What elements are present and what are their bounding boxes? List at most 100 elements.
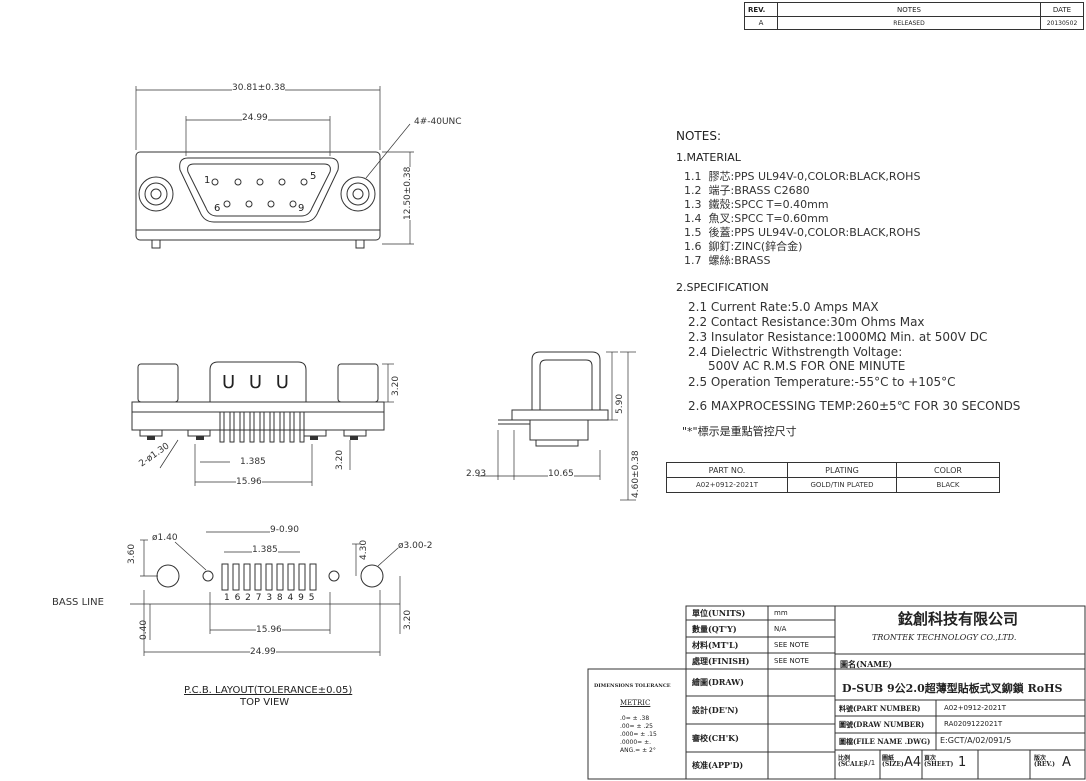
notes-title: NOTES: — [676, 129, 721, 143]
material-item: 1.1 膠芯:PPS UL94V-0,COLOR:BLACK,ROHS — [684, 168, 921, 183]
part-no-value: A02+0912-2021T — [666, 477, 788, 493]
spec-text: 500V AC R.M.S FOR ONE MINUTE — [708, 359, 906, 373]
side-view-body — [131, 361, 385, 437]
material-num: 1.2 — [684, 184, 702, 197]
end-depth: 10.65 — [548, 469, 574, 479]
spec-text: Current Rate:5.0 Amps MAX — [710, 300, 879, 314]
spec-num: 2.2 — [688, 315, 708, 329]
pcb-large-hole: ø3.00-2 — [398, 541, 433, 551]
spec-list: 2.1 Current Rate:5.0 Amps MAX 2.2 Contac… — [688, 300, 1020, 415]
front-height: 12.50±0.38 — [403, 166, 413, 220]
front-thread-label: 4#-40UNC — [414, 117, 462, 127]
material-title: 1.MATERIAL — [676, 151, 741, 164]
qty-value: N/A — [774, 625, 787, 633]
check-label: 審校(CH'K) — [692, 733, 739, 743]
part-number-label: 料號(PART NUMBER) — [839, 704, 921, 713]
side-pins — [219, 411, 305, 443]
spec-item: 500V AC R.M.S FOR ONE MINUTE — [688, 359, 1020, 375]
front-dim-lines — [135, 86, 414, 245]
draw-label: 繪圖(DRAW) — [692, 677, 744, 687]
rev-label: 版次(REV.) — [1034, 755, 1055, 768]
sheet-label: 頁次(SHEET) — [924, 755, 954, 768]
material-num: 1.4 — [684, 212, 702, 225]
draw-number-value: RA0209122021T — [944, 720, 1003, 728]
spec-num: 2.3 — [688, 330, 708, 344]
tolerance-list: .0= ± .38 .00= ± .25 .000= ± .15 .0000= … — [620, 716, 657, 756]
part-no-header: PART NO. — [666, 462, 788, 478]
sheet-value: 1 — [958, 755, 967, 770]
end-view-body — [498, 351, 609, 447]
spec-item: 2.4 Dielectric Withstrength Voltage: — [688, 345, 1020, 359]
color-header: COLOR — [896, 462, 1000, 478]
size-value: A4 — [904, 755, 922, 770]
material-num: 1.7 — [684, 254, 702, 267]
spec-item: 2.5 Operation Temperature:-55°C to +105°… — [688, 375, 1020, 399]
pcb-layout-subtitle: TOP VIEW — [240, 697, 290, 708]
material-text: 後蓋:PPS UL94V-0,COLOR:BLACK,ROHS — [708, 226, 921, 239]
pcb-right-height: 4.30 — [359, 539, 369, 560]
pcb-right-offset: 3.20 — [403, 609, 413, 630]
end-height: 5.90 — [615, 393, 625, 414]
material-item: 1.6 鉚釘:ZINC(鋅合金) — [684, 238, 920, 253]
design-label: 設計(DE'N) — [692, 705, 739, 715]
front-pins — [211, 178, 308, 208]
material-num: 1.3 — [684, 198, 702, 211]
front-overall-width: 30.81±0.38 — [232, 83, 286, 93]
finish-label: 處理(FINISH) — [692, 656, 750, 666]
revision-table: REV. NOTES DATE A RELEASED 20130502 — [744, 2, 1084, 30]
front-shell-width: 24.99 — [242, 113, 268, 123]
pin-label-6: 6 — [214, 203, 221, 214]
spec-text: MAXPROCESSING TEMP:260±5℃ FOR 30 SECONDS — [710, 399, 1021, 413]
qty-label: 數量(QT'Y) — [692, 624, 737, 634]
material-text: 膠芯:PPS UL94V-0,COLOR:BLACK,ROHS — [708, 170, 921, 183]
material-value: SEE NOTE — [774, 641, 809, 649]
tolerance-item: .0= ± .38 — [620, 715, 650, 722]
pin-label-1: 1 — [204, 175, 211, 186]
material-num: 1.6 — [684, 240, 702, 253]
side-view-letters: U U U — [222, 372, 293, 393]
pcb-inner-width: 15.96 — [256, 625, 282, 635]
drawing-name-value: D-SUB 9公2.0超薄型貼板式叉鉚鎖 RoHS — [842, 682, 1063, 695]
spec-num: 2.4 — [688, 345, 708, 359]
material-text: 鉚釘:ZINC(鋅合金) — [708, 240, 803, 253]
scale-label: 比例(SCALE) — [838, 755, 867, 768]
company-name-cn: 鉉創科技有限公司 — [898, 610, 1019, 628]
units-value: mm — [774, 609, 788, 617]
draw-number-label: 圖號(DRAW NUMBER) — [839, 720, 925, 729]
pin-label-9: 9 — [298, 203, 305, 214]
drawing-name-label: 圖名(NAME) — [840, 659, 893, 669]
spec-item: 2.1 Current Rate:5.0 Amps MAX — [688, 300, 1020, 315]
material-item: 1.3 鐵殼:SPCC T=0.40mm — [684, 196, 920, 211]
tolerance-metric: METRIC — [620, 699, 651, 707]
rev-date-value: 20130502 — [1040, 16, 1084, 30]
spec-num: 2.1 — [688, 300, 708, 314]
file-name-value: E:GCT/A/02/091/5 — [940, 736, 1012, 745]
left-screw-hole — [138, 176, 174, 212]
pcb-offset: 0.40 — [139, 619, 149, 640]
end-dim-lines — [478, 351, 636, 501]
pcb-slot: 9-0.90 — [270, 525, 300, 535]
right-screw-hole — [340, 176, 376, 212]
material-list: 1.1 膠芯:PPS UL94V-0,COLOR:BLACK,ROHS 1.2 … — [684, 168, 921, 267]
rev-value: A — [744, 16, 778, 30]
plating-value: GOLD/TIN PLATED — [787, 477, 897, 493]
units-label: 單位(UNITS) — [692, 608, 746, 618]
spec-text: Operation Temperature:-55°C to +105°C — [710, 375, 956, 389]
end-offset: 2.93 — [466, 469, 487, 479]
spec-num: 2.5 — [688, 375, 708, 389]
material-label: 材料(MT'L) — [692, 640, 739, 650]
spec-item: 2.2 Contact Resistance:30m Ohms Max — [688, 315, 1020, 330]
tolerance-item: ANG.= ± 2° — [620, 747, 656, 754]
spec-item: 2.3 Insulator Resistance:1000MΩ Min. at … — [688, 330, 1020, 345]
pin-label-5: 5 — [310, 171, 317, 182]
pcb-small-hole: ø1.40 — [152, 533, 178, 543]
pcb-pin-numbers: 1 6 2 7 3 8 4 9 5 — [224, 593, 316, 603]
scale-value: 1/1 — [864, 759, 876, 767]
spec-num: 2.6 — [688, 399, 708, 413]
plating-header: PLATING — [787, 462, 897, 478]
side-pitch: 1.385 — [240, 457, 266, 467]
spec-item: 2.6 MAXPROCESSING TEMP:260±5℃ FOR 30 SEC… — [688, 399, 1020, 415]
file-name-label: 圖檔(FILE NAME .DWG) — [839, 737, 931, 746]
pcb-outer-width: 24.99 — [250, 647, 276, 657]
